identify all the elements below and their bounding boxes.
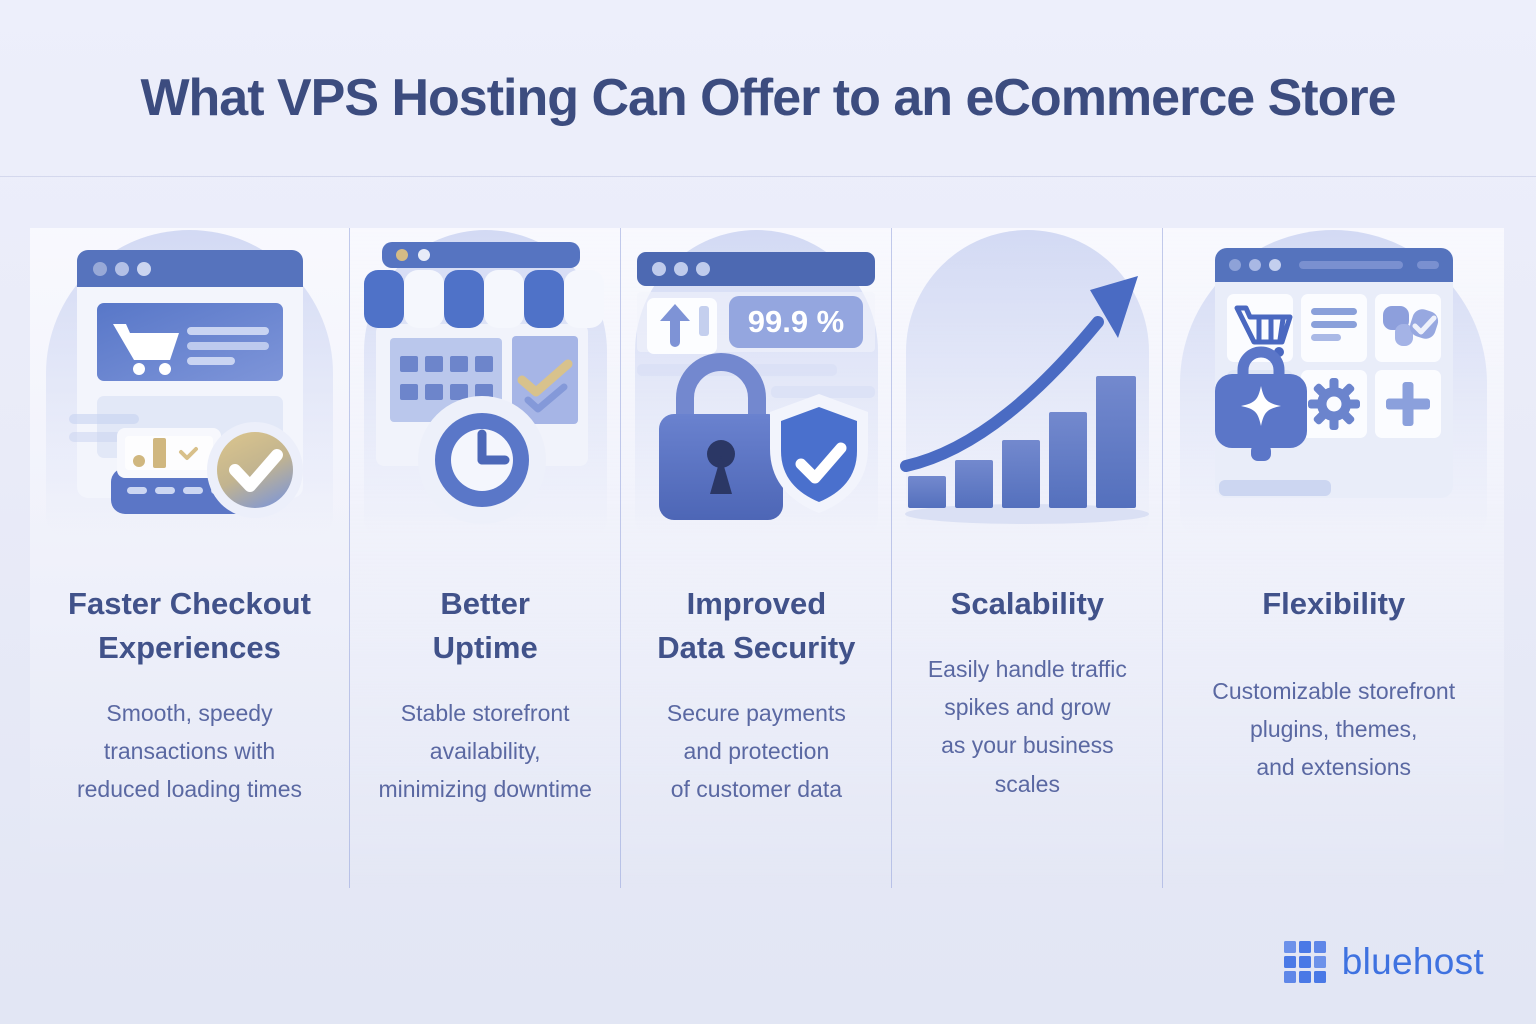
upload-box-icon [647,298,718,354]
checkout-browser-icon [68,250,303,518]
plugin-plus-icon [1214,346,1307,461]
storefront-clock-icon [364,242,605,524]
uptime-illustration [350,228,620,546]
brand-footer: bluehost [1283,940,1484,984]
feature-column-better-uptime: Better Uptime Stable storefront availabi… [349,228,621,888]
browser-dot-icon [136,262,151,276]
growth-arrow-icon [900,276,1139,472]
feature-heading: Scalability [950,586,1105,621]
browser-dot-icon [652,262,667,276]
uptime-badge-value: 99.9 % [748,304,845,339]
feature-heading: Improved Data Security [657,586,856,666]
feature-heading: Better Uptime [432,586,538,666]
feature-description: Smooth, speedy transactions with reduced… [76,700,303,803]
browser-header [76,250,303,287]
gear-icon [1307,378,1360,430]
feature-columns: Faster Checkout Experiences Smooth, spee… [30,228,1504,888]
browser-dot-icon [1228,259,1241,271]
scalability-illustration [892,228,1162,546]
uptime-badge: 99.9 % [729,296,864,348]
clock-icon [418,396,547,524]
browser-header [382,242,581,268]
feature-column-flexibility: Flexibility Customizable storefront plug… [1162,228,1504,888]
feature-description: Stable storefront availability, minimizi… [378,700,592,803]
feature-description: Customizable storefront plugins, themes,… [1212,678,1456,781]
bluehost-wordmark: bluehost [1341,941,1484,982]
browser-dot-icon [1268,259,1281,271]
feature-heading: Faster Checkout Experiences [68,586,311,666]
bar-chart-icon [908,376,1137,508]
padlock-icon [659,353,784,520]
content-tile [1300,294,1367,362]
puzzle-check-icon [1382,306,1438,346]
browser-header [637,252,876,286]
browser-dot-icon [396,249,409,261]
browser-dot-icon [418,249,431,261]
feature-column-data-security: 99.9 % Improved Data Security [620,228,892,888]
banner-text-lines [186,327,269,365]
task-check-panel [512,336,579,424]
modules-grid-icon [1214,248,1453,498]
security-lock-shield-icon: 99.9 % [637,252,876,520]
feature-heading: Flexibility [1262,586,1406,621]
flexibility-illustration [1163,228,1504,546]
feature-description: Easily handle traffic spikes and grow as… [927,656,1127,797]
feature-column-scalability: Scalability Easily handle traffic spikes… [891,228,1163,888]
extension-tile [1374,294,1441,362]
awning-icon [364,270,605,328]
title-divider [0,176,1536,177]
growth-chart-icon [900,276,1150,524]
page-title: What VPS Hosting Can Offer to an eCommer… [140,69,1396,127]
cart-tile [1226,294,1293,362]
feature-column-faster-checkout: Faster Checkout Experiences Smooth, spee… [30,228,350,888]
browser-dot-icon [114,262,129,276]
check-badge-icon [206,422,303,518]
text-lines-icon [1310,308,1357,341]
browser-dot-icon [92,262,107,276]
shopping-cart-icon [112,324,179,375]
settings-tile [1300,370,1367,438]
browser-dot-icon [674,262,689,276]
plus-icon [1385,382,1430,426]
checkout-illustration [30,228,349,546]
shield-check-icon [770,394,869,513]
bluehost-grid-icon [1283,941,1326,983]
security-illustration: 99.9 % [621,228,891,546]
cart-banner [96,303,283,381]
feature-description: Secure payments and protection of custom… [666,700,846,803]
browser-dot-icon [696,262,711,276]
browser-dot-icon [1248,259,1261,271]
add-tile [1374,370,1441,438]
